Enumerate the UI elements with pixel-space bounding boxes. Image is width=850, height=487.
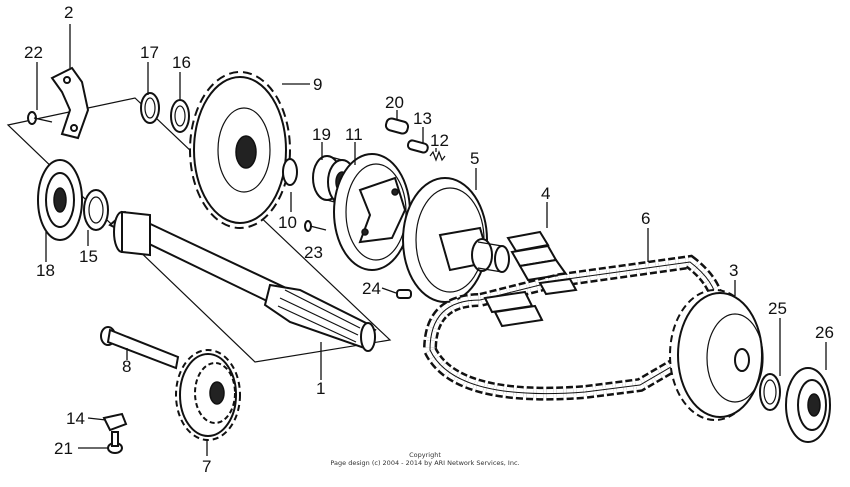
callout-17: 17 — [140, 43, 159, 62]
leader-lines — [36, 24, 827, 456]
bolt-22 — [27, 111, 53, 125]
callout-2: 2 — [64, 3, 73, 22]
callout-25: 25 — [768, 299, 787, 318]
callout-7: 7 — [202, 457, 211, 476]
callout-12: 12 — [430, 131, 449, 150]
callout-5: 5 — [470, 149, 479, 168]
small-sprocket-7 — [175, 349, 241, 441]
circlip-17 — [140, 92, 160, 124]
assembly-outline — [6, 97, 392, 363]
large-sprocket-9 — [189, 71, 291, 229]
key-24 — [396, 289, 412, 299]
callout-16: 16 — [172, 53, 191, 72]
callout-9: 9 — [313, 75, 322, 94]
clutch-plate-11 — [333, 153, 411, 271]
spring-12 — [429, 150, 446, 162]
bearing-18 — [37, 159, 83, 241]
callout-20: 20 — [385, 93, 404, 112]
callout-21: 21 — [54, 439, 73, 458]
bolt-21 — [107, 431, 123, 454]
washer-10 — [282, 158, 298, 186]
pin-8 — [100, 326, 180, 370]
callout-24: 24 — [362, 279, 381, 298]
clutch-outer-3 — [669, 289, 764, 421]
washer-15 — [83, 189, 109, 231]
callout-26: 26 — [815, 323, 834, 342]
callout-4: 4 — [541, 184, 550, 203]
copyright-notice: Copyright Page design (c) 2004 - 2014 by… — [0, 451, 850, 467]
callout-11: 11 — [345, 125, 363, 144]
sprags-4 — [506, 230, 568, 282]
callout-8: 8 — [122, 357, 131, 376]
bracket-2 — [50, 66, 90, 140]
callout-14: 14 — [66, 409, 85, 428]
callout-18: 18 — [36, 261, 55, 280]
screw-23 — [304, 220, 327, 232]
callout-23: 23 — [304, 243, 323, 262]
nut-14 — [102, 412, 128, 432]
pin-20 — [384, 117, 410, 135]
callout-6: 6 — [641, 209, 650, 228]
bearing-26 — [785, 367, 831, 443]
pin-13 — [406, 139, 429, 154]
callout-3: 3 — [729, 261, 738, 280]
callout-1: 1 — [316, 379, 325, 398]
callout-22: 22 — [24, 43, 43, 62]
drive-housing-5 — [402, 177, 510, 303]
callout-19: 19 — [312, 125, 331, 144]
copyright-line-1: Copyright — [409, 451, 441, 459]
callout-15: 15 — [79, 247, 98, 266]
circlip-25 — [759, 373, 781, 411]
callout-13: 13 — [413, 109, 432, 128]
callout-10: 10 — [278, 213, 297, 232]
copyright-line-2: Page design (c) 2004 - 2014 by ARI Netwo… — [330, 459, 520, 467]
washer-16 — [170, 99, 190, 133]
main-shaft-1 — [108, 210, 377, 352]
